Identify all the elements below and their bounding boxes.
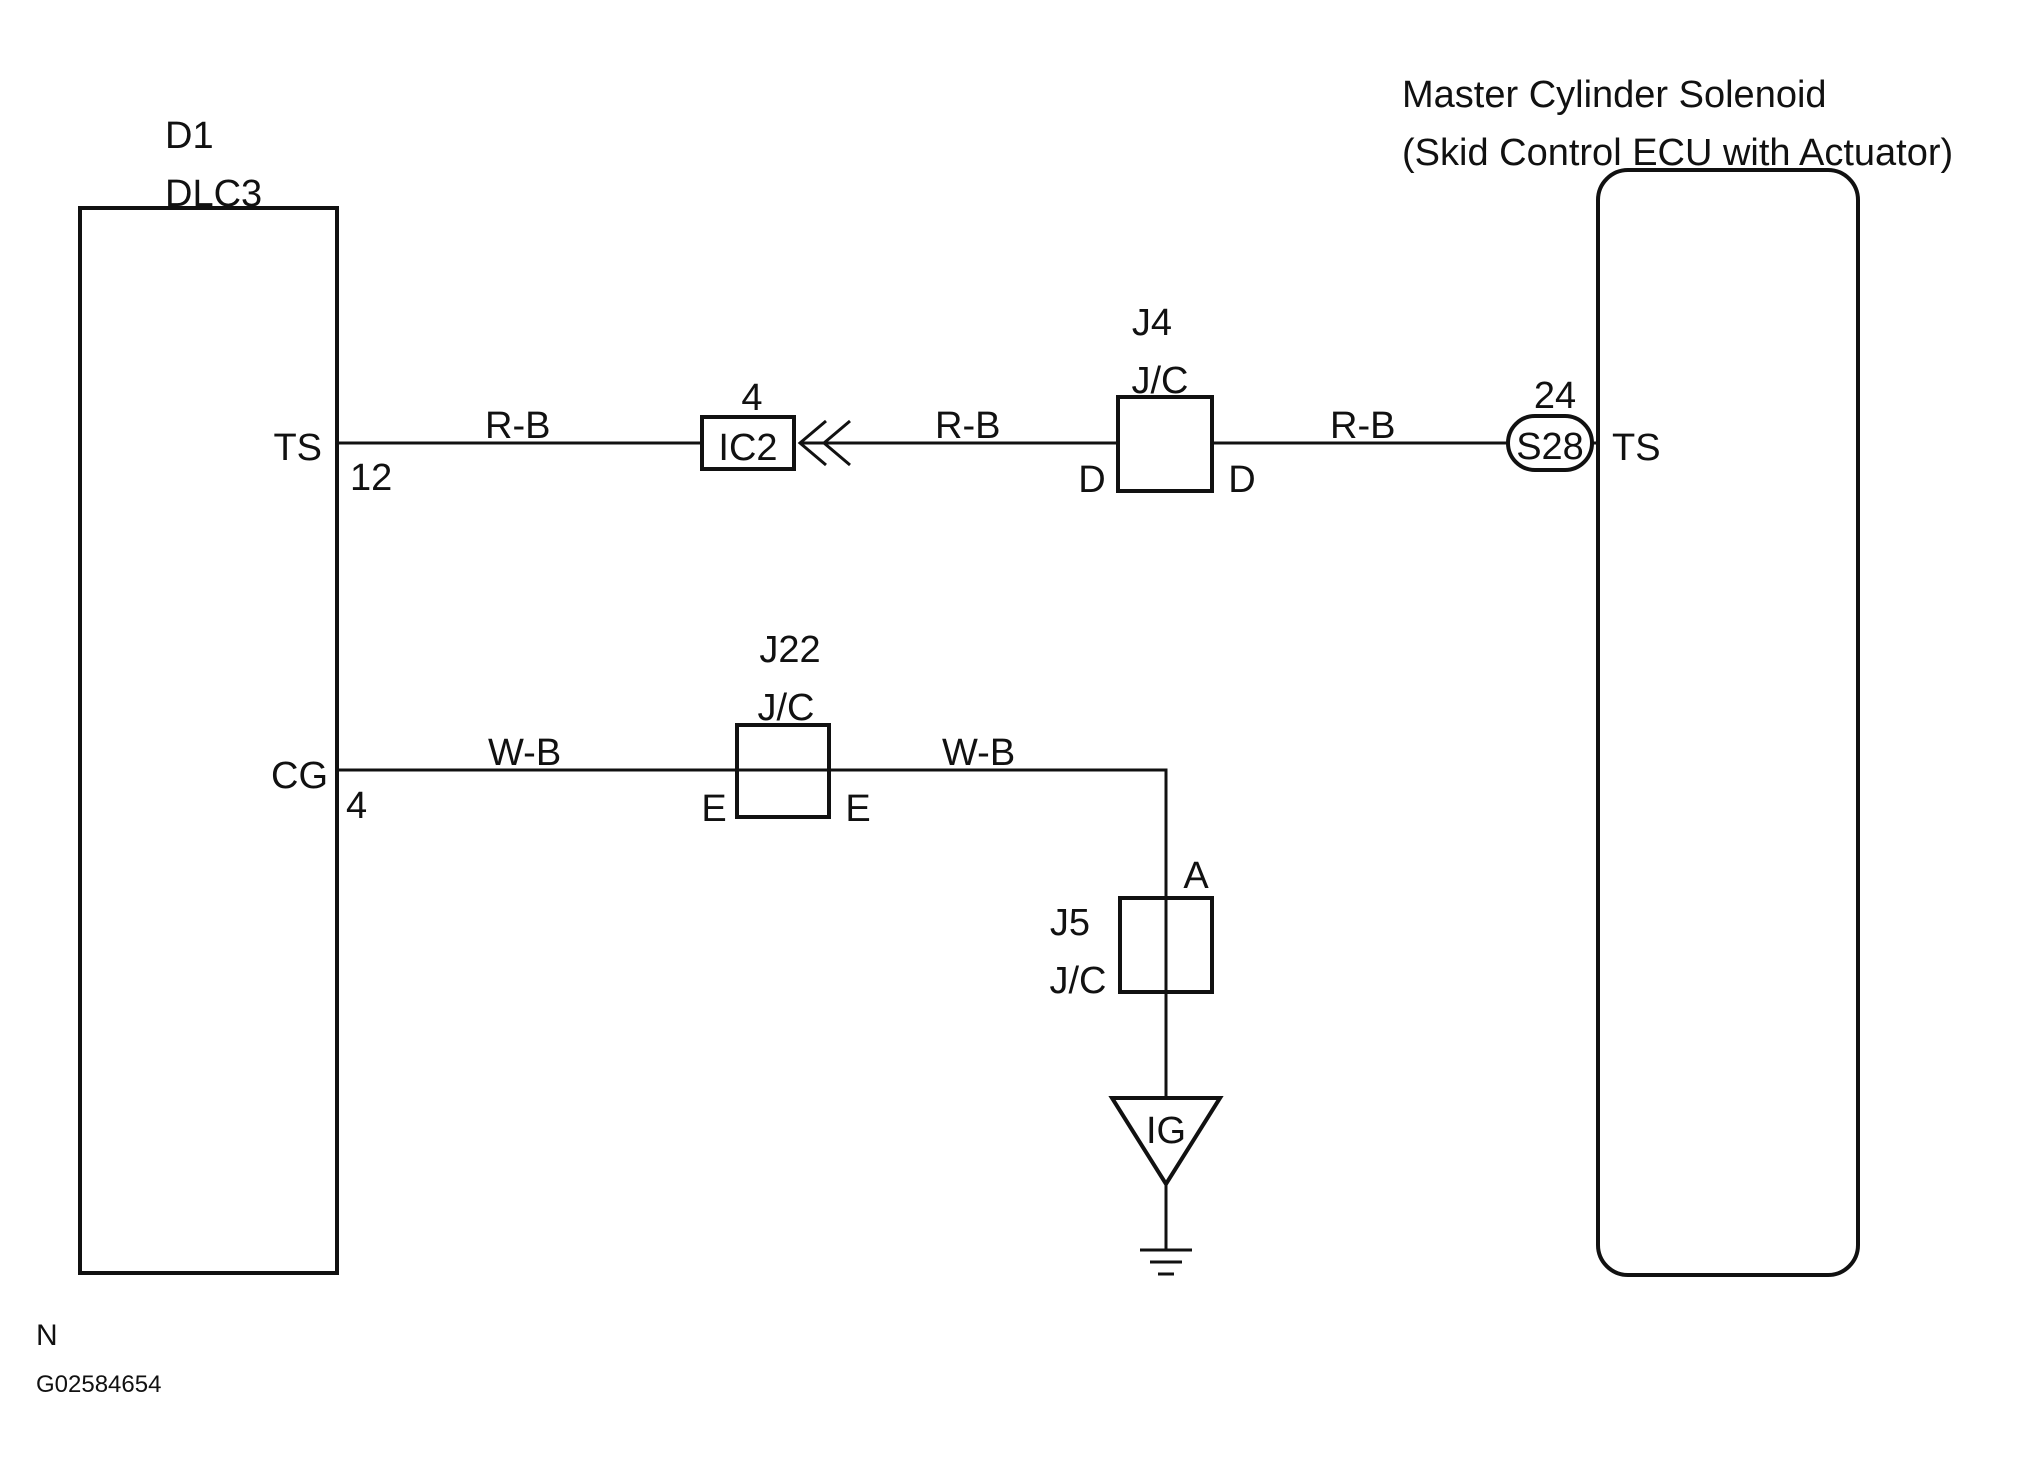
ts-wire-seg2-color: R-B: [935, 405, 1000, 447]
j4-right-pin: D: [1228, 459, 1255, 501]
j22-right-pin: E: [845, 788, 870, 830]
j4-name: J4: [1132, 302, 1172, 344]
dlc3-ref: D1: [165, 115, 214, 157]
ic2-box: [700, 415, 796, 471]
dlc3-pin-ts-signal: TS: [273, 427, 322, 469]
j22-type: J/C: [758, 687, 815, 729]
ecu-title-line1: Master Cylinder Solenoid: [1402, 74, 1827, 116]
j5-junction: A J5 J/C: [1050, 855, 1214, 1002]
ic2-pin: 4: [741, 377, 762, 419]
j5-pin: A: [1183, 855, 1209, 897]
ic2-connector: IC2 4: [700, 377, 851, 471]
dlc3-pin-ts-number: 12: [350, 457, 392, 499]
cg-wire-seg2: [829, 768, 1168, 898]
dlc3-pin-cg-signal: CG: [271, 755, 328, 797]
ts-wire-seg3-color: R-B: [1330, 405, 1395, 447]
j5-name: J5: [1050, 902, 1090, 944]
ground-symbol-icon: [1140, 1248, 1192, 1276]
ground-point: IG: [1108, 1096, 1224, 1276]
s28-connector: S28 24: [1506, 375, 1594, 472]
cg-circuit: W-B W-B: [337, 732, 1168, 1098]
ecu-pin-ts-signal: TS: [1612, 427, 1661, 469]
j4-junction: J4 J/C D D: [1078, 302, 1255, 501]
dlc3-pin-cg-number: 4: [346, 785, 367, 827]
ts-circuit: R-B R-B R-B: [337, 405, 1598, 447]
ts-wire-seg1-color: R-B: [485, 405, 550, 447]
j22-junction: J22 J/C E E: [701, 629, 870, 830]
dlc3-body: [78, 206, 339, 1275]
cg-wire-seg2-color: W-B: [942, 732, 1015, 774]
s28-pin: 24: [1534, 375, 1576, 417]
dlc3-name: DLC3: [165, 173, 262, 215]
s28-oval: [1506, 414, 1594, 472]
ic2-arrow-icon: [797, 419, 851, 467]
ground-triangle-icon: [1108, 1096, 1224, 1188]
ic2-name: IC2: [718, 427, 777, 469]
s28-name: S28: [1516, 426, 1584, 468]
j22-left-pin: E: [701, 788, 726, 830]
j22-name: J22: [759, 629, 820, 671]
j4-type: J/C: [1132, 360, 1189, 402]
ground-name: IG: [1146, 1110, 1186, 1152]
ecu-body: [1596, 168, 1860, 1277]
j5-type: J/C: [1050, 960, 1107, 1002]
dlc3-component: D1 DLC3 TS 12 CG 4: [78, 115, 392, 1275]
ecu-title-line2: (Skid Control ECU with Actuator): [1402, 132, 1953, 174]
j4-left-pin: D: [1078, 459, 1105, 501]
footer-code: N: [36, 1319, 58, 1352]
figure-id: G02584654: [36, 1371, 161, 1398]
ecu-component: Master Cylinder Solenoid (Skid Control E…: [1402, 74, 1953, 1277]
cg-wire-seg1-color: W-B: [488, 732, 561, 774]
j4-box: [1116, 395, 1214, 493]
